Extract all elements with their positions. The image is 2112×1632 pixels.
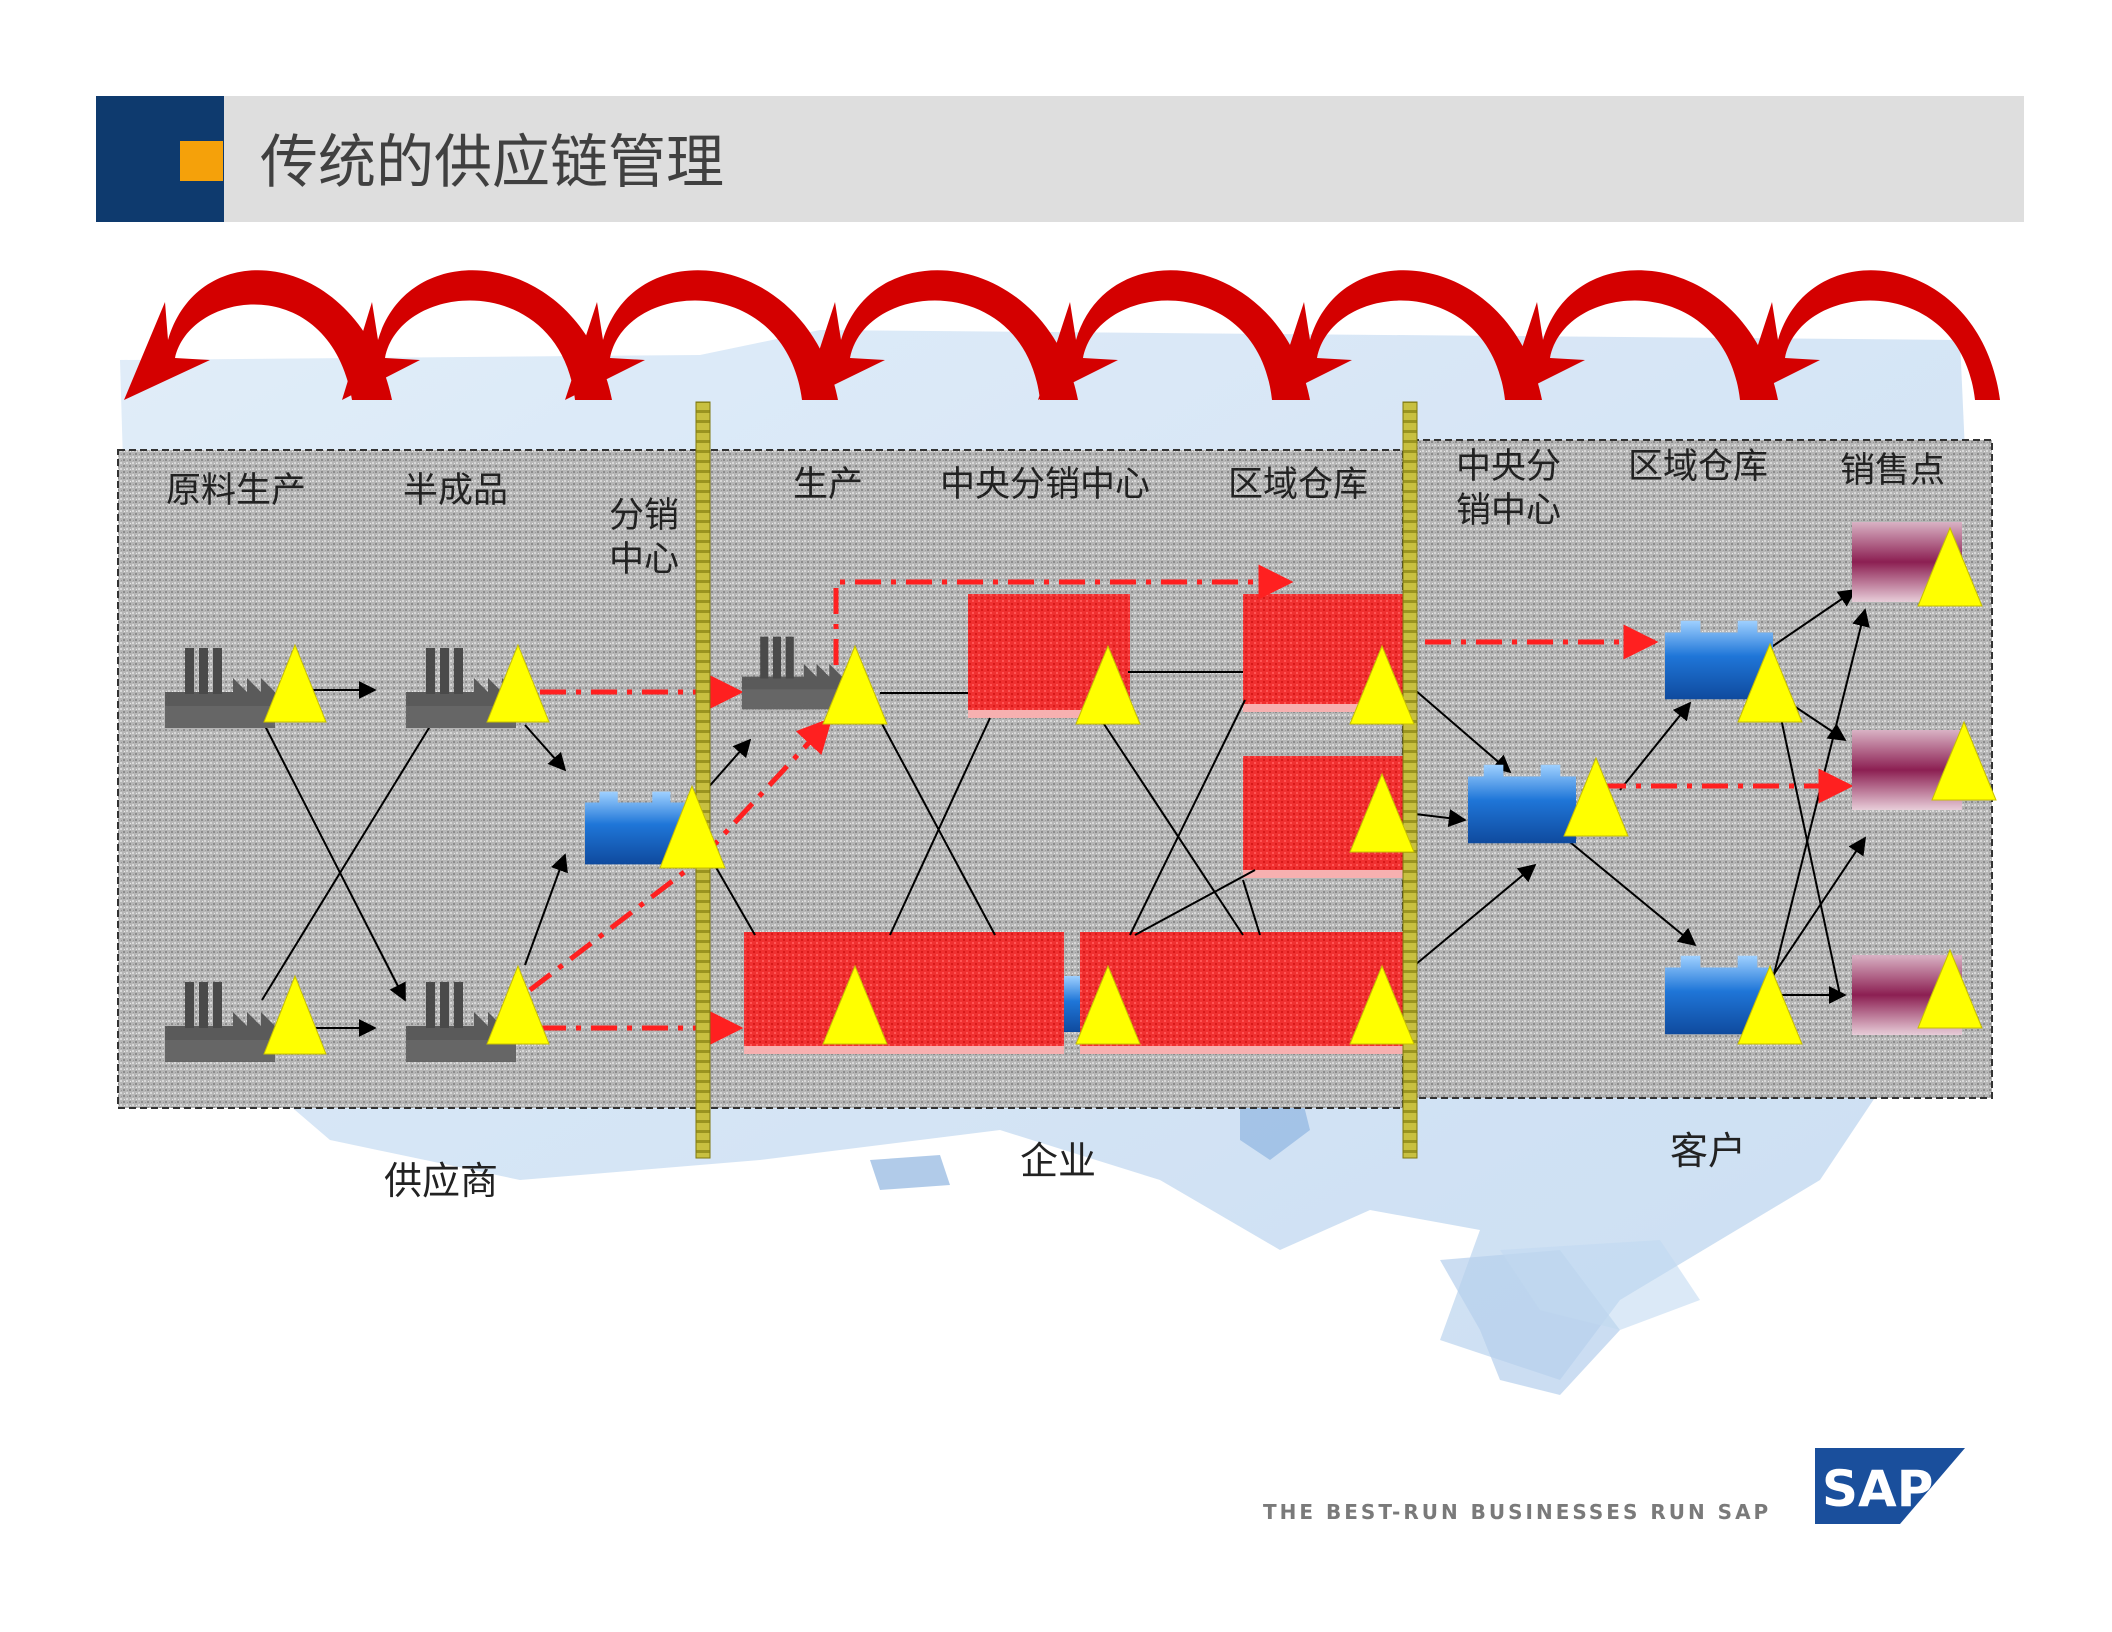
warning-triangle-icon <box>1737 642 1803 723</box>
return-arrow-icon <box>1505 270 1778 400</box>
warning-triangle-icon <box>1917 526 1983 607</box>
group-customer: 客户 <box>1670 1129 1746 1173</box>
sap-logo: SAP <box>1815 1448 1965 1524</box>
label-point-of-sale: 销售点 <box>1840 451 1945 491</box>
return-arrow-icon <box>565 270 838 400</box>
flow-lines <box>261 588 1870 1037</box>
header-bar <box>96 96 2024 222</box>
label-semi-finished: 半成品 <box>403 471 508 511</box>
label-central-dc: 中央分销中心 <box>940 465 1150 505</box>
production-block <box>744 932 1064 1050</box>
label-customer-dc-1: 中央分 <box>1456 447 1561 487</box>
label-customer-dc-2: 销中心 <box>1456 491 1561 531</box>
warning-triangle-icon <box>263 643 327 723</box>
group-supplier: 供应商 <box>384 1159 498 1203</box>
warning-triangle-icon <box>1917 948 1983 1029</box>
label-supplier-dc-2: 中心 <box>609 540 679 580</box>
return-arrows <box>124 270 2000 400</box>
warning-triangle-icon <box>486 964 550 1045</box>
footer-tagline: THE BEST-RUN BUSINESSES RUN SAP <box>1263 1500 1772 1524</box>
warning-triangle-icon <box>1349 772 1415 853</box>
label-supplier-dc-1: 分销 <box>609 496 679 536</box>
warning-triangle-icon <box>263 974 327 1055</box>
return-arrow-icon <box>803 270 1078 400</box>
warning-triangle-icon <box>486 643 550 723</box>
warning-triangle-icon <box>1349 644 1415 725</box>
label-customer-wh: 区域仓库 <box>1628 447 1768 487</box>
return-arrow-icon <box>1740 270 2000 400</box>
return-arrow-icon <box>342 270 612 400</box>
warning-triangle-icon <box>822 964 888 1045</box>
enterprise-blocks <box>744 594 1405 1054</box>
group-enterprise: 企业 <box>1020 1139 1096 1183</box>
header-accent-square <box>180 141 223 181</box>
return-arrow-icon <box>1038 270 1310 400</box>
label-raw-material: 原料生产 <box>166 471 306 511</box>
warning-triangle-icon <box>1737 964 1803 1045</box>
return-arrow-icon <box>124 270 392 400</box>
warning-triangle-icon <box>1075 964 1141 1045</box>
warning-triangle-icon <box>1563 756 1629 837</box>
return-arrow-icon <box>1272 270 1542 400</box>
warning-triangle-icon <box>1349 964 1415 1045</box>
warning-triangles <box>263 526 1997 1055</box>
warning-triangle-icon <box>822 644 888 725</box>
partition-pillar-2 <box>1402 401 1418 1159</box>
warehouse-icon <box>1468 764 1576 844</box>
warning-triangle-icon <box>1931 720 1997 801</box>
label-production: 生产 <box>793 465 863 505</box>
warning-triangle-icon <box>1075 644 1141 725</box>
page-title: 传统的供应链管理 <box>260 128 725 196</box>
label-regional-wh: 区域仓库 <box>1228 465 1368 505</box>
warning-triangle-icon <box>659 784 726 869</box>
sap-logo-text: SAP <box>1822 1460 1933 1518</box>
partition-pillar-1 <box>695 401 711 1159</box>
